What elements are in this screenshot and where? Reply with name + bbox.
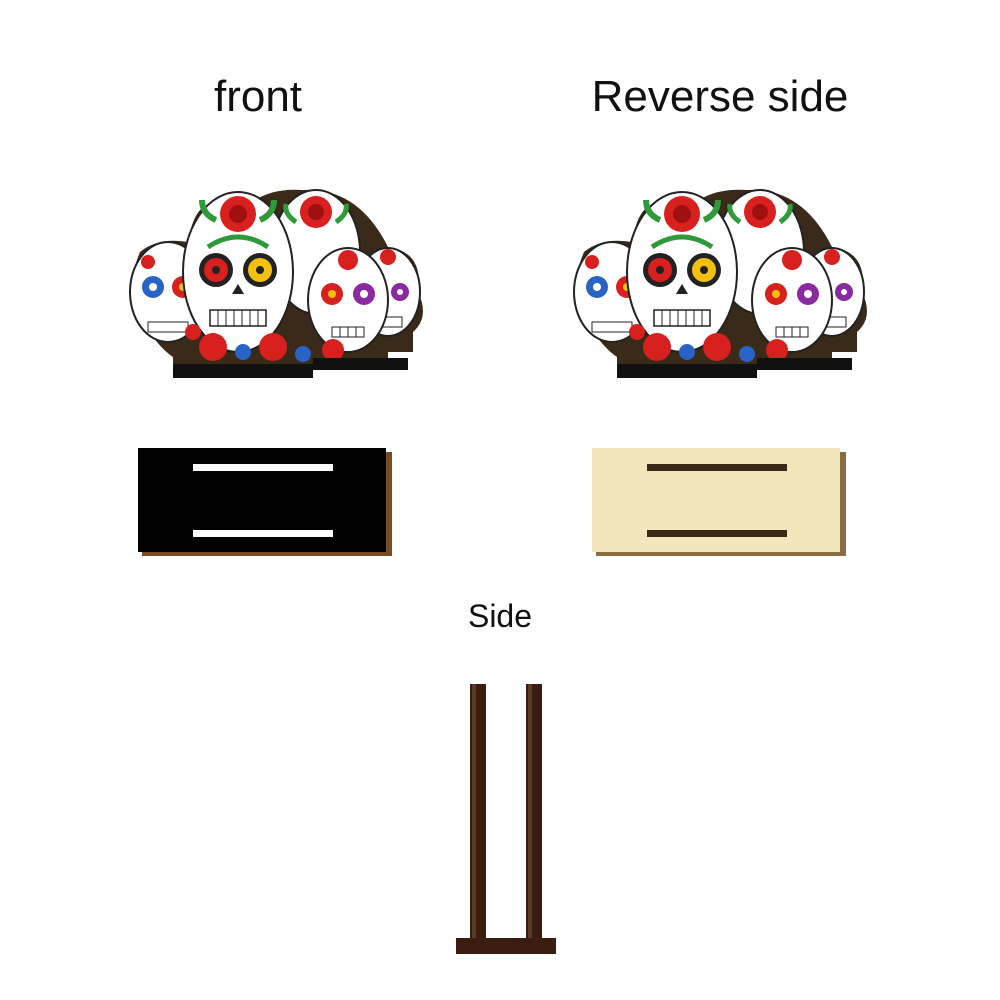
front-label: front xyxy=(213,72,303,121)
front-stand-base xyxy=(138,448,392,556)
front-sugar-skull-art xyxy=(129,189,423,378)
side-profile-icon xyxy=(456,684,556,954)
side-profile-view xyxy=(456,684,556,954)
sugar-skull-group-icon xyxy=(129,189,423,378)
stand-base-icon xyxy=(592,448,846,556)
sugar-skull-group-icon xyxy=(573,189,867,378)
reverse-stand-base xyxy=(592,448,846,556)
reverse-side-label: Reverse side xyxy=(591,72,849,121)
reverse-sugar-skull-art xyxy=(573,189,867,378)
side-label: Side xyxy=(467,598,533,634)
stand-base-icon xyxy=(138,448,392,556)
